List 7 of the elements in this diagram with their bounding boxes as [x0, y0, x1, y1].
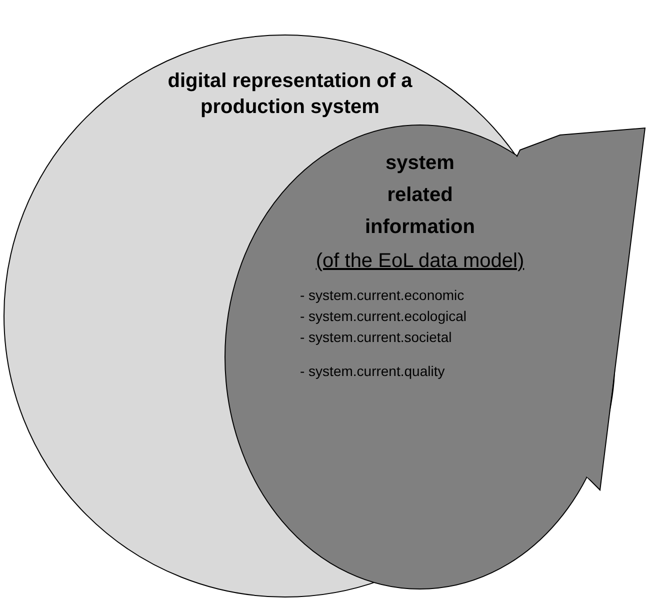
list-item: - system.current.societal	[300, 329, 452, 345]
list-item: - system.current.economic	[300, 287, 464, 303]
list-item: - system.current.ecological	[300, 308, 467, 324]
region-heading: digital representation of a production system	[166, 69, 414, 120]
shape-heading: system related information	[364, 151, 476, 240]
shape-subheading: (of the EoL data model)	[314, 250, 526, 273]
list-item: - system.current.quality	[300, 363, 445, 379]
